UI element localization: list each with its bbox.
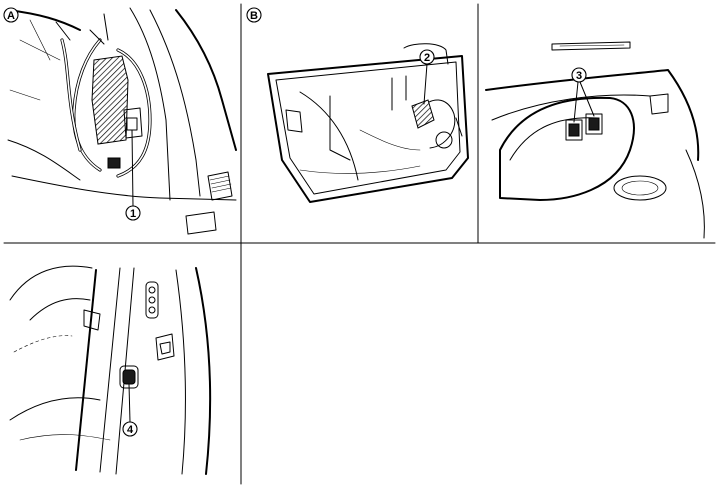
panel-label-a: A [3,7,19,23]
callout-3-text: 3 [576,70,582,82]
callout-2: 2 [419,49,435,65]
panel-label-a-text: A [7,10,15,22]
panel-b-illustration [267,43,469,203]
panel-label-b-text: B [250,10,258,22]
panel-a-illustration [7,7,237,235]
panel-d-illustration [9,265,212,475]
callout-4: 4 [122,421,138,437]
callout-2-text: 2 [424,52,430,64]
callout-1: 1 [125,205,141,221]
panel-c-illustration [485,41,705,239]
callout-4-text: 4 [127,424,134,436]
callout-3: 3 [571,67,587,83]
panel-dividers [3,3,716,485]
panel-label-b: B [246,7,262,23]
callout-1-text: 1 [130,208,136,220]
